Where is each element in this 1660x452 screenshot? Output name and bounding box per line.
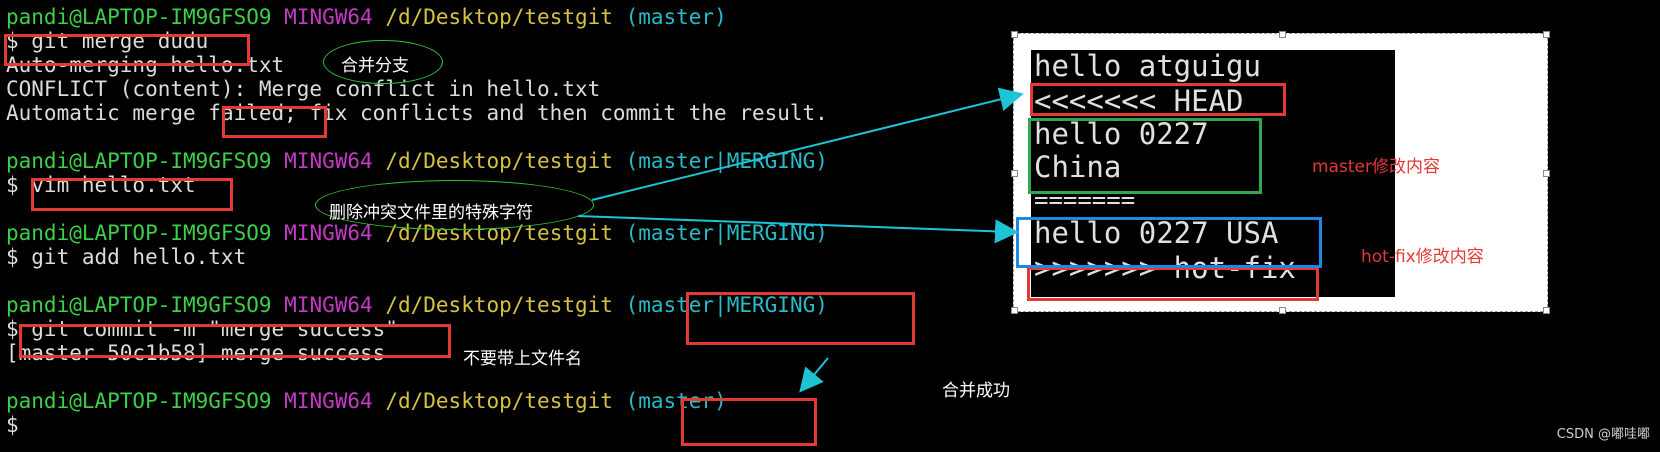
prompt-system: MINGW64: [284, 149, 373, 173]
file-content-screen: [1031, 50, 1395, 297]
prompt-user: pandi@LAPTOP-IM9GFSO9: [6, 389, 272, 413]
prompt-user: pandi@LAPTOP-IM9GFSO9: [6, 149, 272, 173]
prompt-system: MINGW64: [284, 293, 373, 317]
command-add: $ git add hello.txt: [6, 245, 247, 269]
highlight-failed: [222, 106, 327, 138]
annotation-ellipse-delete: [315, 180, 594, 230]
file-line-1: hello atguigu: [1034, 49, 1261, 83]
prompt-branch: (master|MERGING): [625, 149, 828, 173]
output-conflict: CONFLICT (content): Merge conflict in he…: [6, 77, 601, 101]
highlight-tail-marker: [1027, 267, 1319, 301]
prompt-line-5: pandi@LAPTOP-IM9GFSO9 MINGW64 /d/Desktop…: [6, 389, 727, 413]
highlight-master-content: [1028, 118, 1262, 194]
failed-prefix: Automatic merge: [6, 101, 209, 125]
prompt-line-2: pandi@LAPTOP-IM9GFSO9 MINGW64 /d/Desktop…: [6, 149, 828, 173]
prompt-branch: (master): [625, 389, 727, 413]
note-merge-success: 合并成功: [942, 381, 1010, 401]
watermark: CSDN @嘟哇嘟: [1556, 427, 1650, 442]
prompt-branch: (master): [625, 5, 727, 29]
prompt-line-1: pandi@LAPTOP-IM9GFSO9 MINGW64 /d/Desktop…: [6, 5, 727, 29]
prompt-branch: (master|MERGING): [625, 293, 828, 317]
prompt-path: /d/Desktop/testgit: [385, 5, 613, 29]
file-line-head-marker: <<<<<<< HEAD: [1034, 84, 1244, 118]
highlight-master-branch: [681, 398, 817, 446]
prompt-branch: (master|MERGING): [625, 221, 828, 245]
note-master-changes: master修改内容: [1312, 157, 1440, 177]
file-line-hotfix: hello 0227 USA: [1034, 216, 1279, 250]
highlight-commit-command: [19, 324, 451, 358]
failed-suffix: fix conflicts and then commit the result…: [296, 101, 828, 125]
prompt-line-4: pandi@LAPTOP-IM9GFSO9 MINGW64 /d/Desktop…: [6, 293, 828, 317]
prompt-user: pandi@LAPTOP-IM9GFSO9: [6, 5, 272, 29]
command-commit: $ git commit -m "merge success": [6, 317, 398, 341]
prompt-user: pandi@LAPTOP-IM9GFSO9: [6, 293, 272, 317]
note-hotfix-changes: hot-fix修改内容: [1361, 247, 1484, 267]
prompt-path: /d/Desktop/testgit: [385, 149, 613, 173]
highlight-head-marker: [1030, 83, 1286, 116]
highlight-hotfix-content: [1016, 217, 1322, 268]
highlight-vim-command: [31, 178, 233, 211]
prompt-system: MINGW64: [284, 221, 373, 245]
output-failed: Automatic merge failed; fix conflicts an…: [6, 101, 828, 125]
note-no-filename: 不要带上文件名: [463, 349, 582, 369]
prompt-system: MINGW64: [284, 5, 373, 29]
command-prompt-empty[interactable]: $: [6, 413, 19, 437]
prompt-path: /d/Desktop/testgit: [385, 293, 613, 317]
file-line-master-2: China: [1034, 150, 1122, 184]
note-delete-markers: 删除冲突文件里的特殊字符: [329, 203, 533, 223]
prompt-system: MINGW64: [284, 389, 373, 413]
prompt-path: /d/Desktop/testgit: [385, 389, 613, 413]
note-merge-branch: 合并分支: [341, 56, 409, 76]
highlight-merge-command: [4, 34, 250, 66]
highlight-merging-branch: [686, 292, 915, 345]
file-line-separator: =======: [1034, 186, 1136, 214]
annotation-ellipse-merge: [323, 40, 443, 84]
prompt-user: pandi@LAPTOP-IM9GFSO9: [6, 221, 272, 245]
file-line-master-1: hello 0227: [1034, 117, 1209, 151]
command-vim: $ vim hello.txt: [6, 173, 196, 197]
